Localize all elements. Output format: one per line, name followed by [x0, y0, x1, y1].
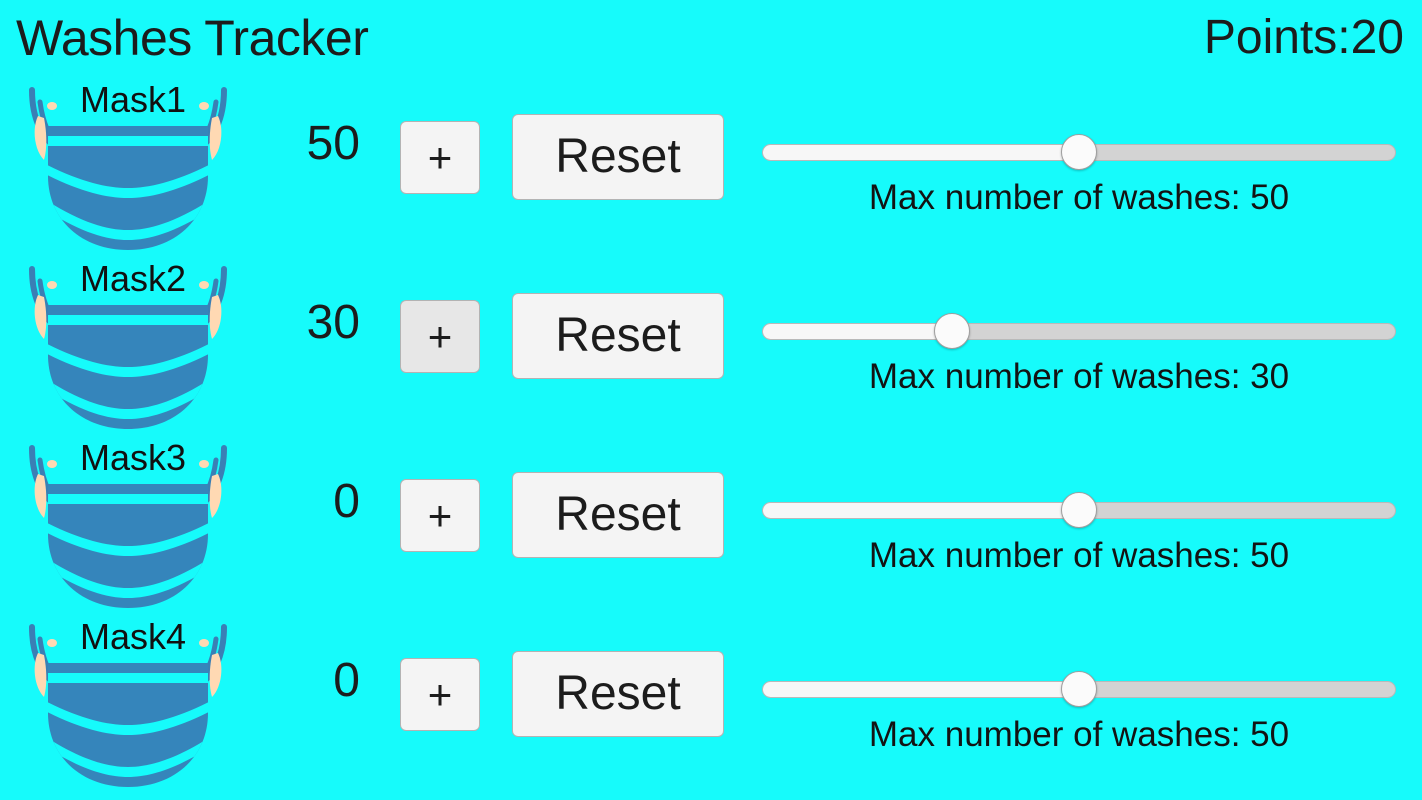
- mask-row-1: Mask1 50 + Reset Max number of washes: 5…: [0, 76, 1422, 255]
- mask-icon-cell: Mask2: [8, 255, 252, 434]
- slider-thumb[interactable]: [1061, 671, 1097, 707]
- mask-row-4: Mask4 0 + Reset Max number of washes: 50: [0, 613, 1422, 792]
- max-washes-caption: Max number of washes: 50: [868, 715, 1290, 754]
- reset-washes-button[interactable]: Reset: [512, 114, 724, 200]
- max-washes-caption: Max number of washes: 50: [868, 536, 1290, 575]
- slider-thumb[interactable]: [1061, 492, 1097, 528]
- max-washes-slider[interactable]: Max number of washes: 30: [762, 255, 1396, 434]
- face-mask-icon: [29, 266, 227, 429]
- wash-count-value: 0: [333, 654, 360, 707]
- slider-track-fill: [763, 324, 953, 339]
- slider-track-fill: [763, 145, 1079, 160]
- wash-count-value: 30: [306, 296, 360, 349]
- reset-washes-button[interactable]: Reset: [512, 293, 724, 379]
- wash-count-value: 50: [306, 117, 360, 170]
- max-washes-slider[interactable]: Max number of washes: 50: [762, 613, 1396, 792]
- reset-washes-button[interactable]: Reset: [512, 651, 724, 737]
- mask-row-3: Mask3 0 + Reset Max number of washes: 50: [0, 434, 1422, 613]
- slider-track-fill: [763, 503, 1079, 518]
- face-mask-icon: [29, 445, 227, 608]
- mask-icon-cell: Mask3: [8, 434, 252, 613]
- max-washes-caption: Max number of washes: 30: [868, 357, 1290, 396]
- mask-icon-cell: Mask4: [8, 613, 252, 792]
- app-header: Washes Tracker Points:20: [0, 0, 1422, 76]
- slider-track[interactable]: [762, 323, 1396, 340]
- increment-washes-button[interactable]: +: [400, 658, 480, 731]
- mask-icon-cell: Mask1: [8, 76, 252, 255]
- face-mask-icon: [29, 624, 227, 787]
- increment-washes-button[interactable]: +: [400, 121, 480, 194]
- mask-rows-list: Mask1 50 + Reset Max number of washes: 5…: [0, 76, 1422, 800]
- points-counter: Points:20: [1203, 11, 1404, 64]
- max-washes-slider[interactable]: Max number of washes: 50: [762, 434, 1396, 613]
- max-washes-caption: Max number of washes: 50: [868, 178, 1290, 217]
- reset-washes-button[interactable]: Reset: [512, 472, 724, 558]
- mask-row-2: Mask2 30 + Reset Max number of washes: 3…: [0, 255, 1422, 434]
- slider-track-fill: [763, 682, 1079, 697]
- slider-thumb[interactable]: [1061, 134, 1097, 170]
- face-mask-icon: [29, 87, 227, 250]
- wash-count-value: 0: [333, 475, 360, 528]
- increment-washes-button[interactable]: +: [400, 300, 480, 373]
- max-washes-slider[interactable]: Max number of washes: 50: [762, 76, 1396, 255]
- page-title: Washes Tracker: [16, 10, 369, 66]
- increment-washes-button[interactable]: +: [400, 479, 480, 552]
- slider-thumb[interactable]: [934, 313, 971, 349]
